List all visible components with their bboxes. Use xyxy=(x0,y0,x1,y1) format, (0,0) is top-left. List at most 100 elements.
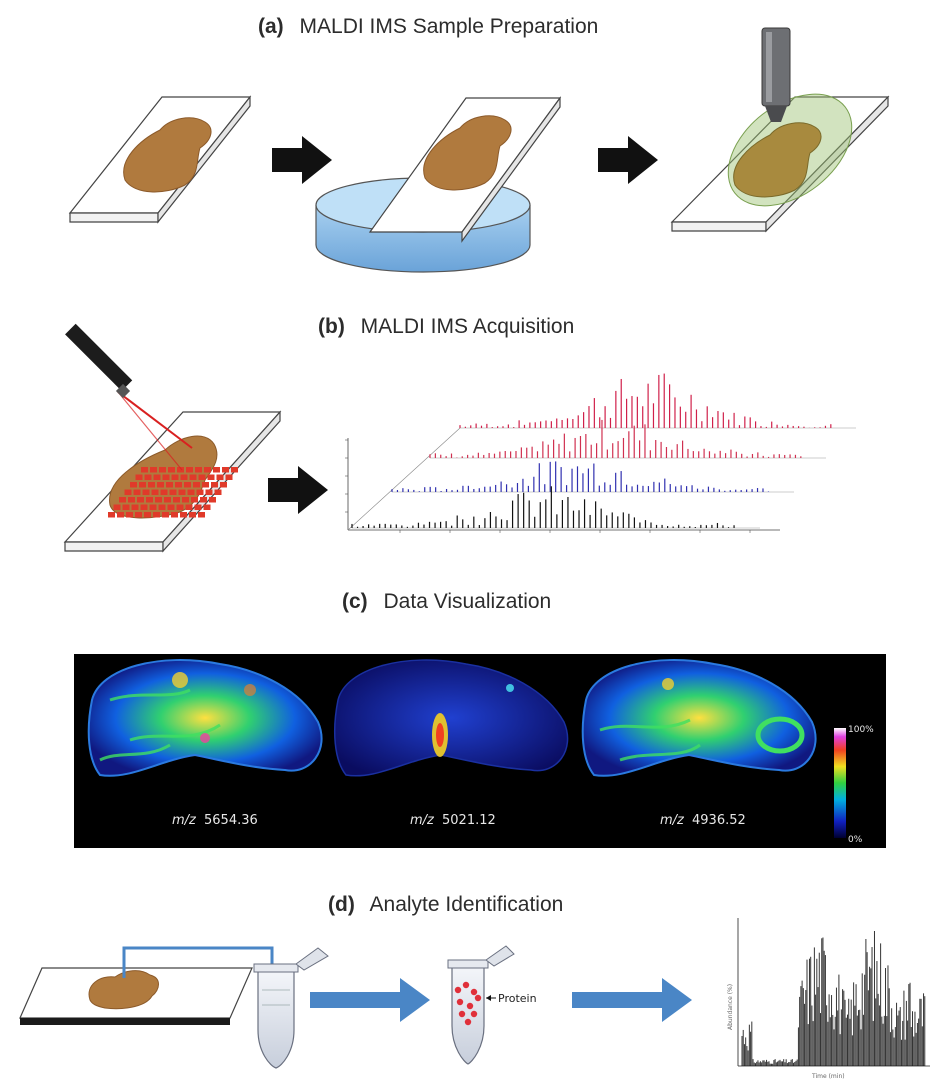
panel-a-label: (a) xyxy=(258,15,284,38)
panel-c-title: (c) Data Visualization xyxy=(342,590,551,613)
laser-spot xyxy=(157,482,164,488)
laser-spot xyxy=(171,474,179,480)
petri-dish-wash xyxy=(315,96,562,273)
laser-spot xyxy=(193,482,200,488)
panel-d-title: (d) Analyte Identification xyxy=(328,893,563,916)
laser-spot xyxy=(146,497,153,503)
laser-spot xyxy=(164,497,171,503)
panel-a-title-text: MALDI IMS Sample Preparation xyxy=(300,15,599,38)
laser-spot xyxy=(139,482,146,488)
protein-particle xyxy=(456,998,464,1006)
ion-image-3-mz: m/z 4936.52 xyxy=(660,813,746,828)
ion-image-2-mz: m/z 5021.12 xyxy=(410,813,496,828)
laser-spot xyxy=(207,474,215,480)
mass-spectra-stack xyxy=(345,373,856,533)
laser-spot xyxy=(140,504,148,510)
laser-spot xyxy=(225,474,233,480)
laser-spot xyxy=(187,489,195,495)
laser-spot xyxy=(214,489,222,495)
laser-spot xyxy=(122,504,130,510)
ion-image-1 xyxy=(87,659,323,777)
chromatogram-y-label: Abundance (%) xyxy=(727,984,734,1030)
sprayer-nozzle-icon xyxy=(761,27,791,122)
laser-spot xyxy=(153,474,161,480)
chromatogram-peaks xyxy=(741,931,926,1066)
arrow-right-icon xyxy=(272,136,332,184)
laser-spot xyxy=(148,482,155,488)
laser-spot xyxy=(198,512,205,518)
spectra-axis-ticks xyxy=(345,439,751,533)
laser-spot xyxy=(176,504,184,510)
panel-b-title-text: MALDI IMS Acquisition xyxy=(361,315,575,338)
laser-spot xyxy=(178,489,186,495)
mz-prefix: m/z xyxy=(172,813,197,828)
microtube-protein: Protein xyxy=(447,945,537,1065)
laser-spot xyxy=(166,482,173,488)
laser-spot xyxy=(186,467,193,473)
laser-spot xyxy=(209,497,216,503)
arrow-right-icon xyxy=(268,466,328,514)
mz-prefix: m/z xyxy=(410,813,435,828)
laser-spot xyxy=(141,467,148,473)
laser-spot xyxy=(189,474,197,480)
ion-image-panel: m/z 5654.36 m/z 5021.12 m/z 4936.52 100%… xyxy=(74,654,886,848)
laser-spot xyxy=(191,497,198,503)
laser-spot xyxy=(119,497,126,503)
mz-value: 5021.12 xyxy=(442,813,496,828)
laser-spot xyxy=(142,489,150,495)
protein-label: Protein xyxy=(498,992,537,1005)
laser-spot xyxy=(194,504,202,510)
laser-spot xyxy=(175,482,182,488)
laser-spot xyxy=(213,467,220,473)
matrix-application xyxy=(670,27,890,233)
panel-d-title-text: Analyte Identification xyxy=(370,893,564,916)
laser-spot xyxy=(131,504,139,510)
arrow-right-icon xyxy=(572,978,692,1022)
protein-particle xyxy=(458,1010,466,1018)
ion-image-2 xyxy=(333,659,569,777)
laser-spot xyxy=(162,512,169,518)
laser-spot-grid xyxy=(108,467,238,518)
laser-spot xyxy=(130,482,137,488)
laser-spot xyxy=(177,467,184,473)
laser-spot xyxy=(133,489,141,495)
laser-spot xyxy=(137,497,144,503)
laser-spot xyxy=(182,497,189,503)
mz-value: 4936.52 xyxy=(692,813,746,828)
slide-with-tissue xyxy=(68,95,252,224)
laser-spot xyxy=(203,504,211,510)
tissue-section xyxy=(88,970,159,1010)
laser-spot xyxy=(168,467,175,473)
protein-particles xyxy=(454,981,482,1026)
protein-particle xyxy=(470,988,478,996)
laser-spot xyxy=(135,474,143,480)
laser-spot xyxy=(171,512,178,518)
mz-prefix: m/z xyxy=(660,813,685,828)
laser-spot xyxy=(155,497,162,503)
panel-b-label: (b) xyxy=(318,315,345,338)
laser-spot xyxy=(153,512,160,518)
laser-spot xyxy=(158,504,166,510)
chromatogram-x-label: Time (min) xyxy=(811,1073,845,1080)
laser-spot xyxy=(117,512,124,518)
laser-spot xyxy=(151,489,159,495)
laser-spot xyxy=(124,489,132,495)
tissue-section xyxy=(733,122,822,198)
laser-spot xyxy=(222,467,229,473)
laser-spot xyxy=(159,467,166,473)
arrow-right-icon xyxy=(598,136,658,184)
laser-spot xyxy=(108,512,115,518)
tissue-section xyxy=(123,117,212,193)
laser-spot xyxy=(144,474,152,480)
protein-particle xyxy=(474,994,482,1002)
laser-spot xyxy=(113,504,121,510)
laser-spot xyxy=(196,489,204,495)
laser-spot xyxy=(169,489,177,495)
laser-beam xyxy=(117,391,193,449)
laser-spot xyxy=(180,512,187,518)
mz-value: 5654.36 xyxy=(204,813,258,828)
laser-spot xyxy=(204,467,211,473)
colorbar-min-label: 0% xyxy=(848,835,863,845)
laser-spot xyxy=(167,504,175,510)
